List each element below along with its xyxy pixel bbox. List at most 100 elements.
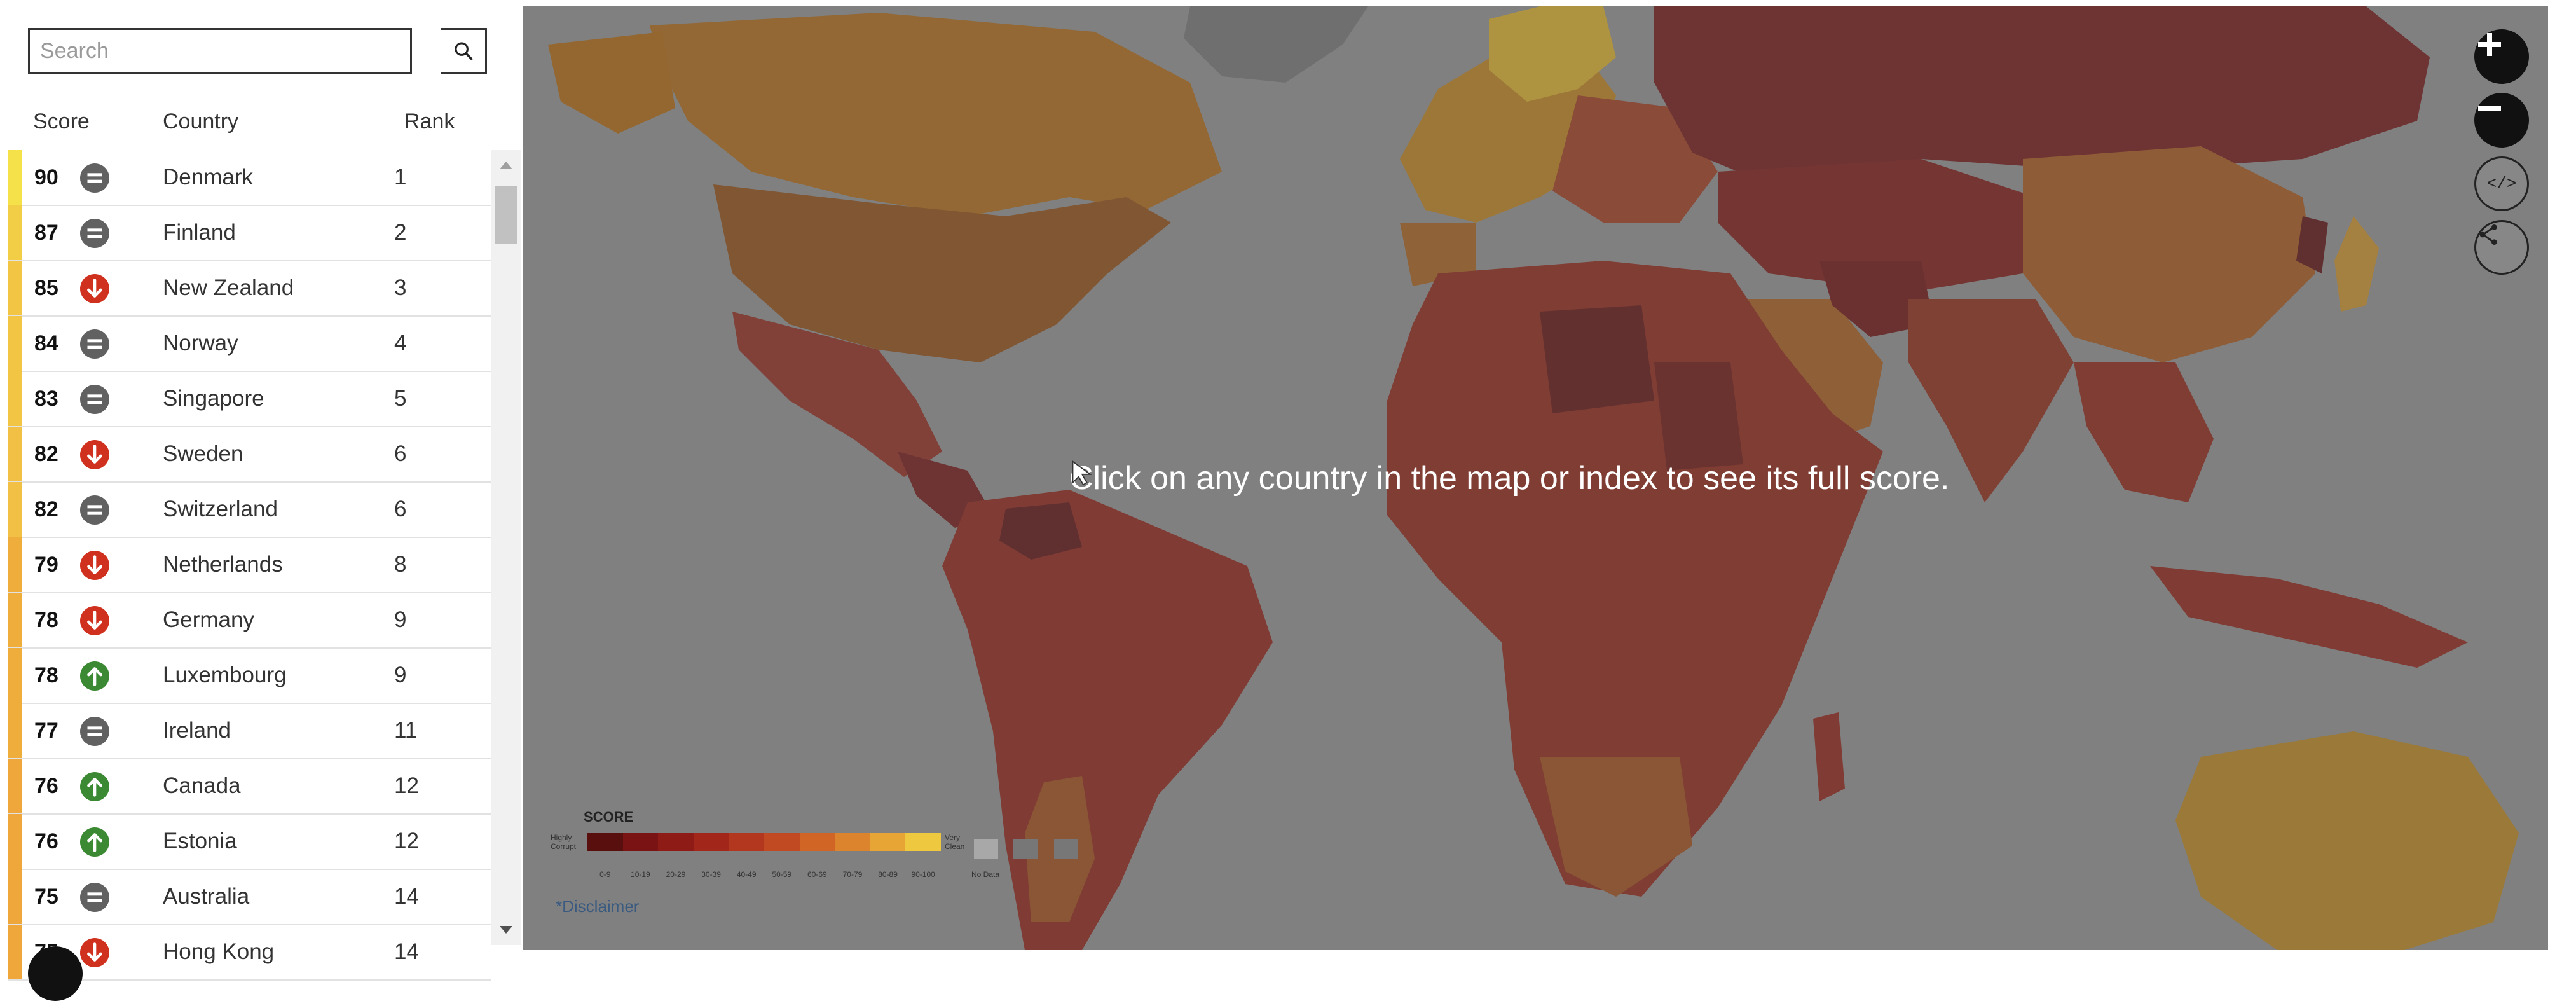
row-rank: 2 — [394, 220, 407, 245]
minus-icon — [2478, 106, 2501, 111]
plus-icon — [2478, 33, 2501, 56]
row-rank: 12 — [394, 773, 419, 798]
arrow-up-icon — [80, 772, 109, 801]
legend-tick: 20-29 — [666, 870, 686, 879]
scroll-down-button[interactable] — [491, 915, 521, 945]
equal-icon — [80, 495, 109, 525]
region-russia[interactable] — [1654, 6, 2430, 184]
legend-no-data-swatch — [974, 839, 998, 859]
row-rank: 12 — [394, 829, 419, 853]
score-color-bar — [8, 648, 22, 703]
region-scandinavia[interactable] — [1489, 6, 1616, 102]
row-score: 78 — [34, 608, 58, 632]
disclaimer-link[interactable]: *Disclaimer — [556, 897, 640, 916]
region-madagascar[interactable] — [1813, 712, 1845, 801]
legend-extra-swatch-2 — [1054, 839, 1078, 859]
row-score: 84 — [34, 331, 58, 356]
region-alaska[interactable] — [548, 32, 675, 134]
row-country: Singapore — [163, 386, 264, 411]
region-australia[interactable] — [2175, 731, 2519, 950]
world-map[interactable]: Click on any country in the map or index… — [523, 6, 2548, 950]
legend-tick: 90-100 — [911, 870, 935, 879]
legend-swatch — [835, 833, 870, 851]
region-central-asia[interactable] — [1718, 159, 2036, 293]
region-sudan[interactable] — [1654, 362, 1743, 471]
region-iberia[interactable] — [1400, 223, 1476, 286]
region-iran[interactable] — [1819, 261, 1934, 337]
country-row[interactable]: 77 Ireland 11 — [8, 703, 491, 759]
row-score: 82 — [34, 497, 58, 521]
score-color-bar — [8, 593, 22, 647]
list-scrollbar[interactable] — [491, 150, 521, 945]
search-button[interactable] — [441, 28, 487, 74]
legend-color-bar — [587, 833, 941, 851]
row-score: 82 — [34, 442, 58, 466]
map-overlay — [523, 6, 2548, 950]
search-box — [28, 28, 487, 74]
region-venezuela[interactable] — [999, 502, 1082, 560]
share-icon — [2479, 224, 2497, 245]
share-button[interactable] — [2474, 220, 2529, 275]
row-country: Ireland — [163, 718, 231, 743]
legend-title: SCORE — [584, 809, 634, 825]
row-country: New Zealand — [163, 275, 294, 300]
search-input[interactable] — [28, 28, 412, 74]
region-eastern-europe[interactable] — [1552, 95, 1718, 223]
region-libya[interactable] — [1540, 305, 1654, 413]
score-color-bar — [8, 703, 22, 758]
legend-swatch — [799, 833, 835, 851]
score-color-bar — [8, 427, 22, 481]
scroll-thumb[interactable] — [495, 186, 517, 244]
region-india[interactable] — [1908, 299, 2074, 502]
floating-button[interactable] — [28, 946, 83, 1001]
zoom-in-button[interactable] — [2474, 29, 2529, 84]
row-rank: 11 — [394, 718, 418, 743]
scroll-up-button[interactable] — [491, 150, 521, 181]
row-country: Finland — [163, 220, 236, 245]
region-china[interactable] — [2023, 146, 2315, 362]
legend-extra-swatch-1 — [1013, 839, 1038, 859]
region-se-asia[interactable] — [2074, 362, 2214, 502]
region-south-america[interactable] — [942, 490, 1273, 950]
zoom-out-button[interactable] — [2474, 93, 2529, 148]
legend-swatch — [587, 833, 623, 851]
region-indonesia[interactable] — [2150, 566, 2468, 668]
region-southern-africa[interactable] — [1540, 757, 1692, 897]
region-usa[interactable] — [713, 184, 1171, 362]
column-header-country[interactable]: Country — [163, 109, 239, 134]
row-rank: 6 — [394, 441, 407, 466]
row-score: 77 — [34, 719, 58, 743]
embed-button[interactable]: </> — [2474, 156, 2529, 211]
map-shapes[interactable] — [523, 6, 2548, 950]
region-korea[interactable] — [2296, 216, 2328, 273]
row-country: Australia — [163, 884, 250, 909]
legend-tick: 50-59 — [772, 870, 792, 879]
arrow-down-icon — [80, 606, 109, 635]
row-rank: 14 — [394, 939, 419, 964]
region-japan[interactable] — [2334, 216, 2379, 312]
region-greenland[interactable] — [1184, 6, 1368, 83]
column-header-rank[interactable]: Rank — [404, 109, 455, 134]
region-africa[interactable] — [1387, 261, 1883, 897]
row-country: Canada — [163, 773, 241, 798]
column-header-score[interactable]: Score — [33, 109, 90, 134]
legend-swatch — [870, 833, 906, 851]
score-color-bar — [8, 150, 22, 205]
region-canada[interactable] — [650, 13, 1222, 216]
equal-icon — [80, 219, 109, 248]
region-mexico[interactable] — [732, 312, 942, 477]
